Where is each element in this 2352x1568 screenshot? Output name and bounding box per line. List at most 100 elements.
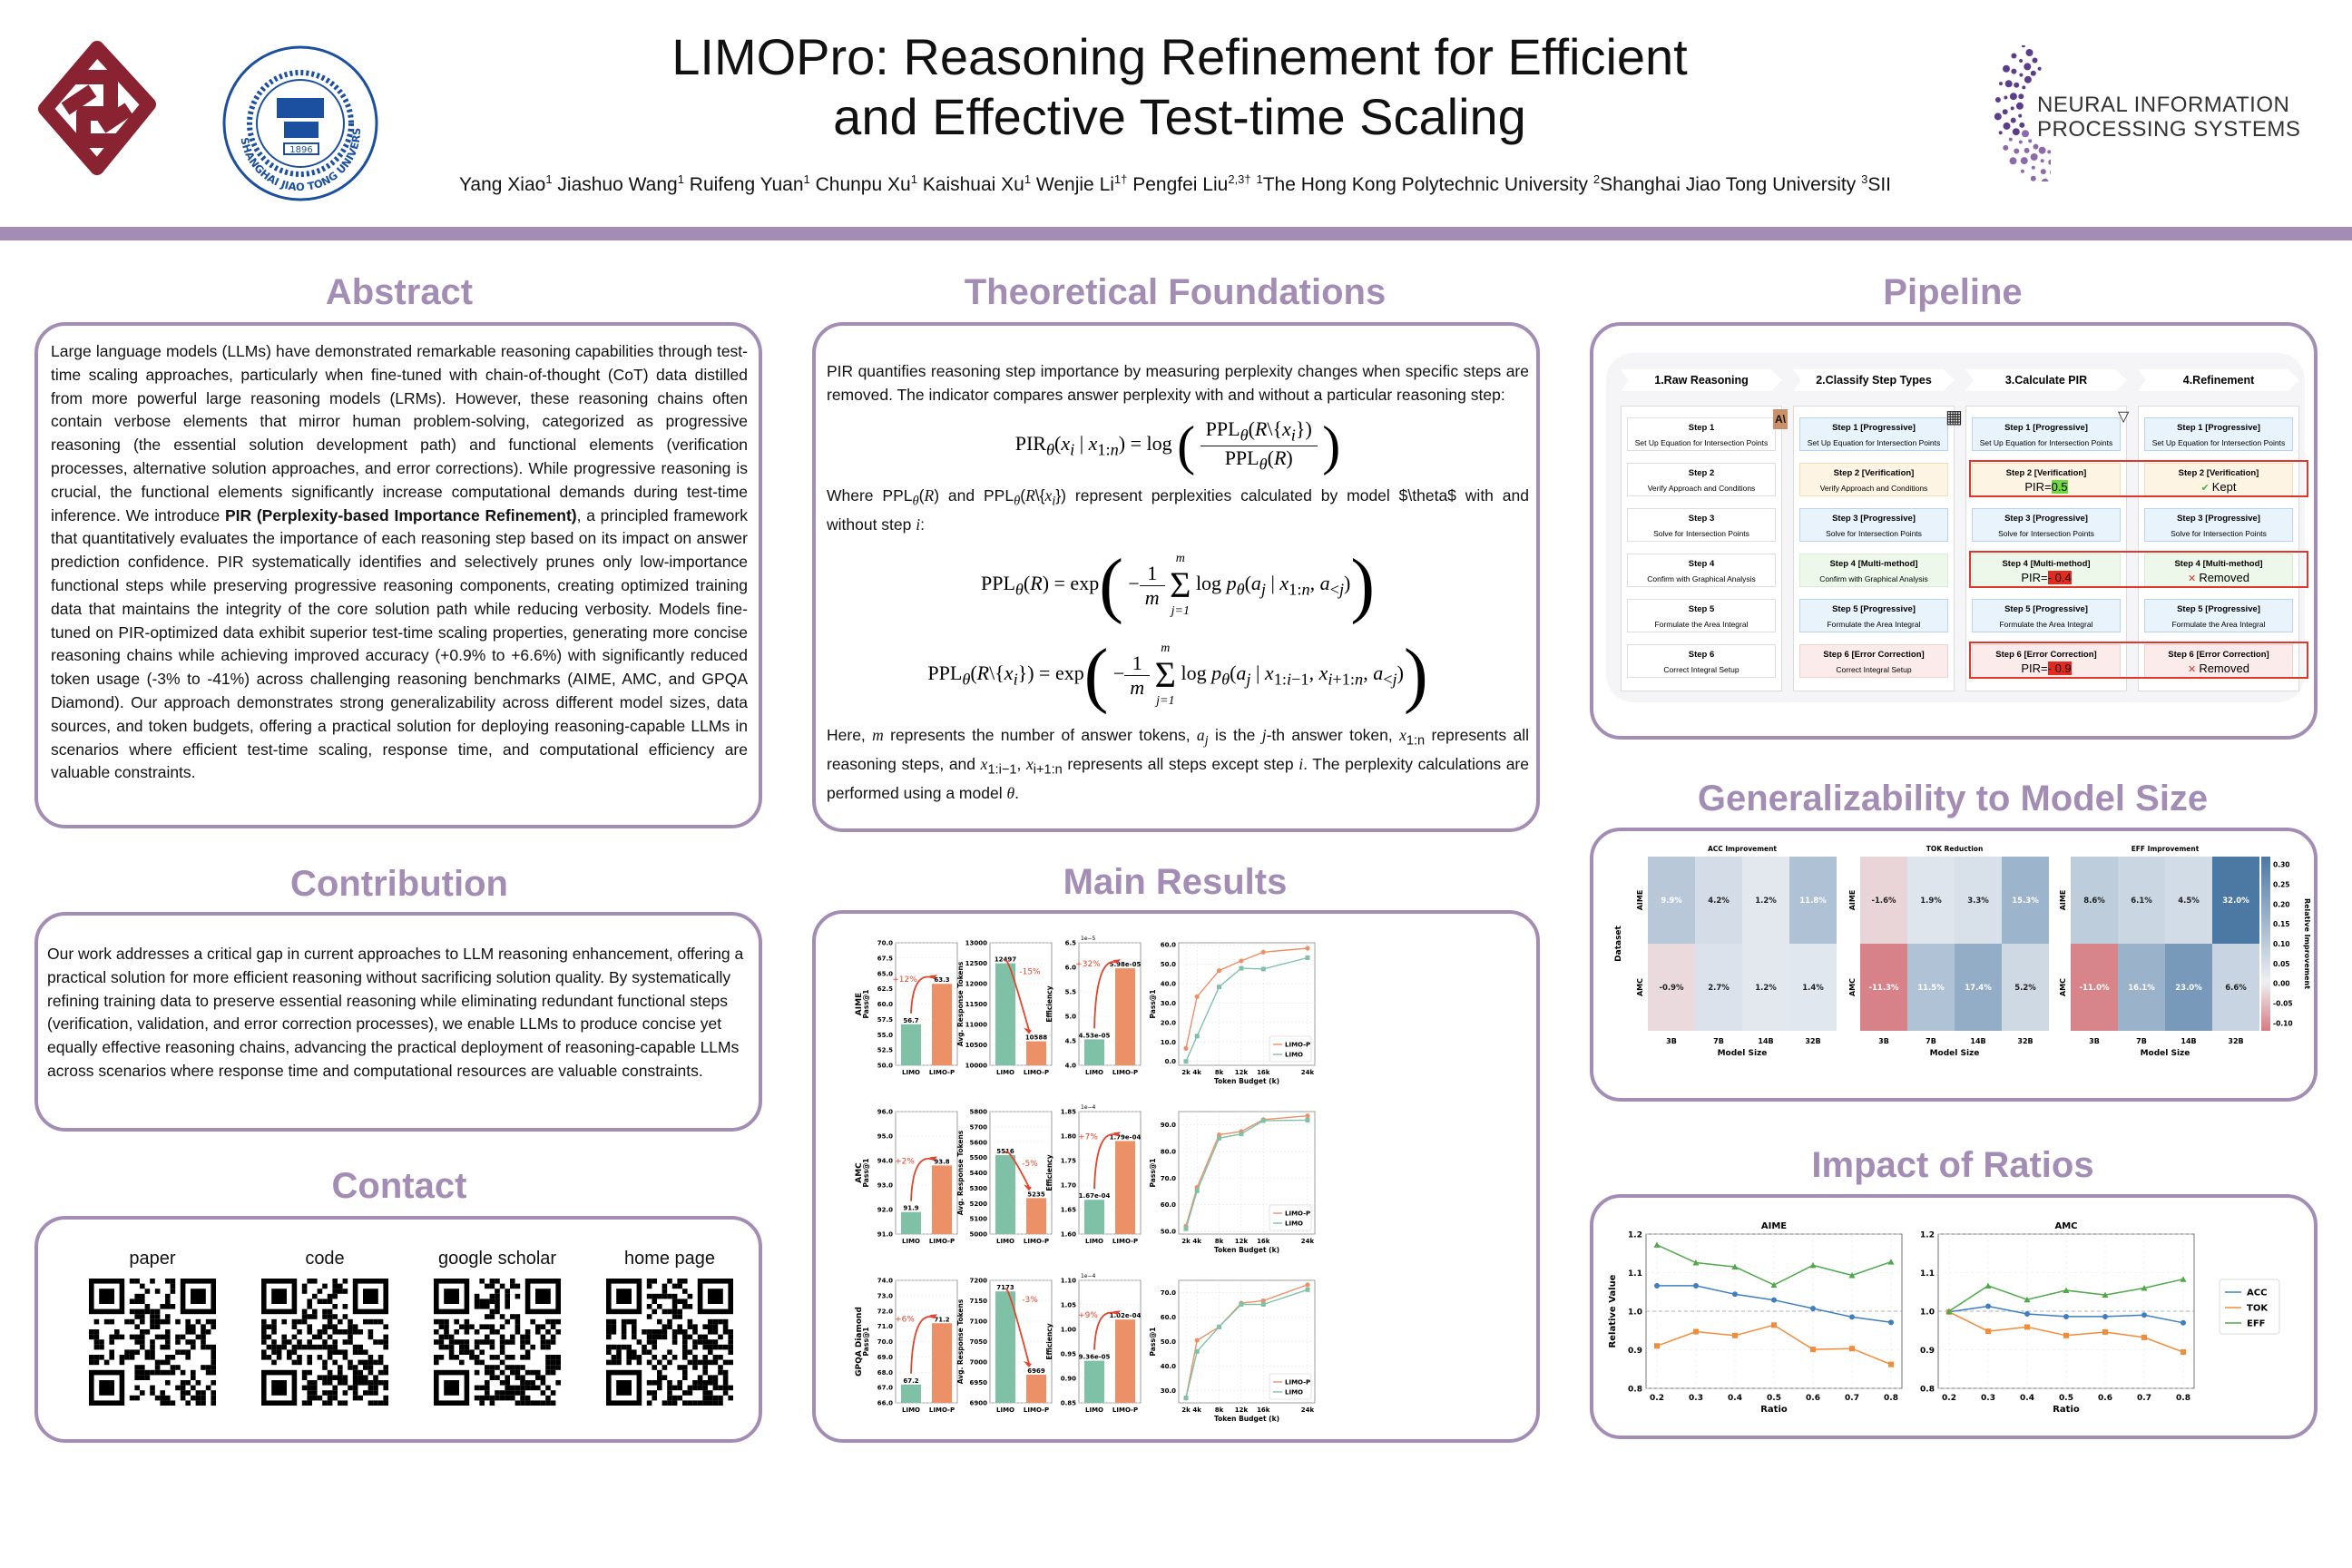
neurips-dot (2021, 45, 2025, 48)
contact-item[interactable]: home page (597, 1249, 742, 1406)
qr-module (448, 1349, 455, 1355)
qr-module (616, 1355, 622, 1360)
y-tick-label: 0.9 (1628, 1347, 1642, 1356)
y-tick-label: 5.5 (1065, 989, 1077, 996)
row-label: AMC (1636, 978, 1644, 996)
contribution-text: Our work addresses a critical gap in cur… (47, 945, 744, 1080)
x-tick-label: 0.6 (1806, 1394, 1820, 1403)
qr-module (479, 1298, 485, 1304)
qr-module (474, 1329, 480, 1335)
neurips-dot (2003, 144, 2009, 151)
qr-module (642, 1349, 647, 1355)
colorbar-label: Relative Improvement (2303, 898, 2311, 989)
qr-module (205, 1385, 211, 1391)
qr-module (348, 1339, 353, 1345)
qr-module (261, 1329, 267, 1335)
neurips-dot (2022, 85, 2026, 90)
qr-finder-center (444, 1380, 459, 1396)
y-tick-label: 0.0 (1165, 1058, 1177, 1065)
qr-module (662, 1293, 668, 1299)
qr-module (550, 1390, 556, 1396)
neurips-dot (1999, 82, 2003, 86)
qr-module (464, 1324, 470, 1329)
qr-module (134, 1308, 140, 1315)
column-label: 7B (2136, 1037, 2147, 1045)
qr-module (495, 1375, 500, 1380)
affiliation-mark: 1 (1256, 172, 1263, 186)
x-tick-label: 2k (1181, 1406, 1191, 1414)
data-point (1305, 956, 1310, 960)
row-label: AIME (2059, 890, 2067, 911)
qr-module (671, 1339, 678, 1345)
neurips-dot (2030, 153, 2038, 161)
qr-module (671, 1304, 678, 1309)
step-box: Step 5 [Progressive]Formulate the Area I… (1799, 599, 1948, 632)
step-title: Step 5 [Progressive] (1832, 604, 1916, 614)
qr-code-icon (261, 1279, 388, 1406)
contact-item[interactable]: paper (80, 1249, 225, 1406)
heatmap-cell (2071, 857, 2118, 944)
pir-number: - 0.4 (2047, 571, 2072, 584)
qr-module (327, 1355, 333, 1360)
qr-module (332, 1385, 338, 1391)
cell-value-label: 1.4% (1802, 984, 1824, 993)
qr-module (338, 1289, 343, 1294)
qr-module (535, 1385, 541, 1391)
qr-module (332, 1359, 338, 1366)
heatmap-cell (2002, 944, 2049, 1031)
heatmap-cell (1907, 857, 1955, 944)
legend-label: LIMO-P (1285, 1379, 1310, 1387)
qr-module (505, 1293, 510, 1299)
qr-module (712, 1339, 719, 1345)
qr-module (657, 1334, 662, 1340)
qr-module (322, 1283, 328, 1289)
x-tick-label: 12k (1235, 1069, 1249, 1076)
qr-module (322, 1344, 328, 1350)
neurips-dot (2031, 165, 2035, 170)
x-tick-label: 16k (1257, 1406, 1270, 1414)
cell-value-label: 32.0% (2222, 897, 2249, 906)
qr-module (530, 1318, 535, 1325)
qr-module (175, 1385, 181, 1391)
x-tick-label: LIMO-P (1024, 1069, 1049, 1076)
qr-module (671, 1385, 678, 1391)
y-tick-label: 1.80 (1061, 1133, 1076, 1141)
contact-item[interactable]: google scholar (425, 1249, 570, 1406)
qr-module (550, 1359, 556, 1366)
data-point (2102, 1328, 2108, 1335)
qr-module (281, 1334, 287, 1340)
qr-module (327, 1308, 333, 1315)
qr-module (201, 1400, 206, 1406)
qr-module (485, 1390, 490, 1396)
qr-module (682, 1400, 688, 1406)
qr-module (327, 1318, 333, 1325)
change-label: -15% (1019, 968, 1041, 977)
qr-module (322, 1314, 328, 1319)
qr-module (150, 1318, 155, 1325)
author-name: Pengfei Liu (1132, 174, 1229, 195)
qr-module (667, 1324, 672, 1329)
qr-module (180, 1380, 186, 1386)
step-box: Step 6 [Error Correction]Correct Integra… (1799, 644, 1948, 678)
bar-value-label: 6969 (1027, 1367, 1045, 1375)
qr-module (652, 1390, 657, 1396)
qr-module (191, 1329, 196, 1335)
qr-module (702, 1359, 708, 1366)
qr-module (469, 1324, 475, 1329)
cell-value-label: 11.5% (1917, 984, 1945, 993)
change-arrow (1004, 1288, 1030, 1365)
qr-module (201, 1329, 206, 1335)
y-tick-label: 11500 (965, 1001, 987, 1008)
qr-module (718, 1369, 723, 1376)
qr-module (271, 1344, 277, 1350)
sjtu-seal-icon: 1896 SHANGHAI JIAO TONG UNIVERSITY (220, 44, 378, 201)
qr-module (154, 1289, 161, 1294)
qr-module (160, 1304, 165, 1309)
qr-module (119, 1334, 125, 1340)
qr-module (495, 1365, 500, 1370)
contact-item[interactable]: code (252, 1249, 397, 1406)
y-tick-label: 60.0 (1161, 942, 1176, 949)
step-description: Verify Approach and Conditions (1647, 484, 1756, 493)
qr-module (191, 1375, 196, 1380)
